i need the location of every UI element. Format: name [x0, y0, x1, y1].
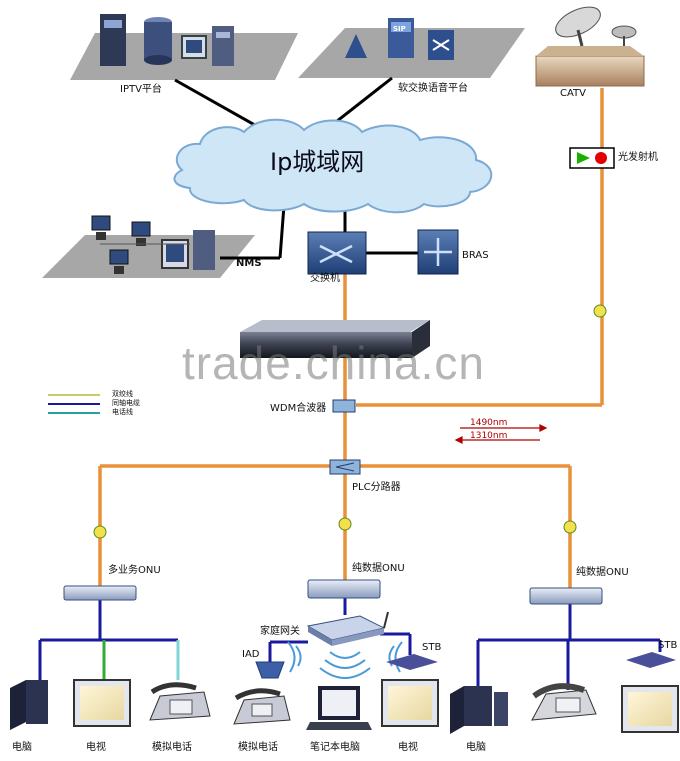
- iad-icon: [255, 661, 285, 679]
- legend-phone-line: 电话线: [112, 408, 133, 416]
- onu-multi-label: 多业务ONU: [108, 565, 161, 576]
- sip-label: SIP: [393, 25, 406, 33]
- wdm-label: WDM合波器: [270, 403, 327, 414]
- watermark: trade.china.cn: [182, 337, 485, 389]
- iptv-platform-label: IPTV平台: [120, 84, 162, 95]
- pc-right-label: 电脑: [466, 742, 486, 753]
- onu-devices: [63, 579, 603, 605]
- wifi-waves: [287, 641, 403, 679]
- iptv-servers: [100, 14, 234, 66]
- laptop-label: 笔记本电脑: [310, 742, 360, 753]
- wavelength-1490: 1490nm: [470, 418, 508, 428]
- phone-mid-label: 模拟电话: [238, 742, 278, 753]
- plc-splitter-icon: [329, 459, 361, 475]
- iad-label: IAD: [242, 649, 260, 660]
- softswitch-platform-label: 软交换语音平台: [398, 83, 468, 94]
- optical-transmitter-icon: [569, 147, 615, 169]
- catv-label: CATV: [560, 88, 586, 99]
- onu-data-right-label: 纯数据ONU: [576, 567, 629, 578]
- olt-chassis: [240, 320, 430, 358]
- stb-right-icon: [626, 652, 676, 668]
- stb-mid-icon: [386, 654, 438, 670]
- home-gateway-icon: [306, 611, 389, 646]
- legend-swatches: [48, 394, 100, 414]
- legend-twisted-pair: 双绞线: [112, 390, 133, 398]
- plc-label: PLC分路器: [352, 482, 401, 493]
- catv-station-icon: [535, 6, 645, 87]
- end-devices: [10, 679, 679, 734]
- wavelength-arrows: [454, 424, 548, 444]
- softswitch-devices: [345, 18, 454, 60]
- nms-workstations: [91, 215, 215, 274]
- bras-label: BRAS: [462, 250, 489, 261]
- pc-left-label: 电脑: [12, 742, 32, 753]
- onu-data-mid-label: 纯数据ONU: [352, 563, 405, 574]
- nms-label: NMS: [236, 258, 262, 269]
- wdm-combiner-icon: [332, 399, 356, 413]
- wavelength-1310: 1310nm: [470, 431, 508, 441]
- optical-transmitter-label: 光发射机: [618, 152, 658, 163]
- stb-mid-label: STB: [422, 642, 442, 653]
- tv-mid-label: 电视: [398, 742, 418, 753]
- legend-coax: 同轴电缆: [112, 399, 140, 407]
- tv-left-label: 电视: [86, 742, 106, 753]
- copper-links: [38, 598, 662, 690]
- ip-metro-network-label: Ip城域网: [270, 148, 365, 176]
- home-gateway-label: 家庭网关: [260, 626, 300, 637]
- phone-left-label: 模拟电话: [152, 742, 192, 753]
- stb-right-label: STB: [658, 640, 678, 651]
- fiber-connectors: [93, 304, 607, 539]
- ip-metro-cloud: [173, 118, 493, 214]
- switch-label: 交换机: [310, 273, 340, 284]
